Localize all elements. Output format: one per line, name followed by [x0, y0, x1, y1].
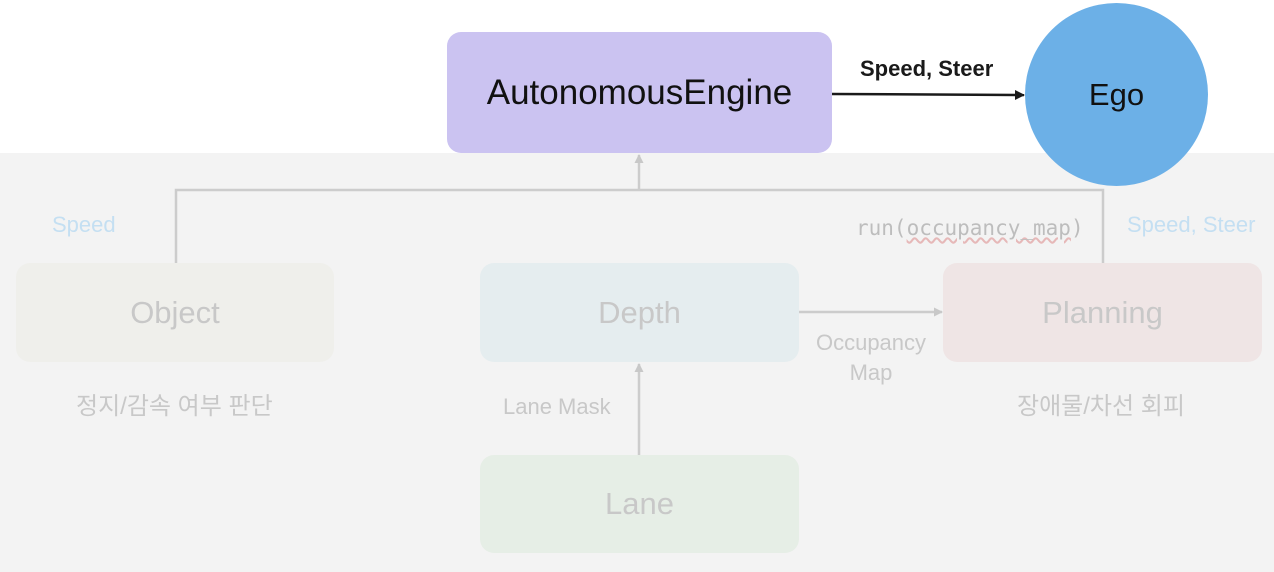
object-output-label: Speed	[52, 212, 116, 237]
run-call-label: run(occupancy_map)	[856, 216, 1084, 240]
depth-node: Depth	[480, 263, 799, 362]
object-node: Object	[16, 263, 334, 362]
lane-node: Lane	[480, 455, 799, 553]
lane-mask-label: Lane Mask	[503, 394, 611, 419]
engine-to-ego-label: Speed, Steer	[860, 56, 994, 81]
occupancy-map-line1: Occupancy	[815, 330, 927, 355]
run-call-prefix: run(	[856, 216, 907, 240]
planning-output-label: Speed, Steer	[1127, 212, 1256, 237]
occupancy-map-line2: Map	[849, 360, 893, 385]
run-call-suffix: )	[1070, 216, 1084, 240]
ego-node: Ego	[1025, 3, 1208, 186]
planning-node: Planning	[943, 263, 1262, 362]
autonomous-engine-node: AutonomousEngine	[447, 32, 832, 153]
run-call-argument: occupancy_map	[906, 216, 1071, 240]
object-note: 정지/감속 여부 판단	[76, 393, 273, 420]
planning-note: 장애물/차선 회피	[1017, 393, 1185, 420]
engine-to-ego-arrow	[831, 89, 1025, 100]
